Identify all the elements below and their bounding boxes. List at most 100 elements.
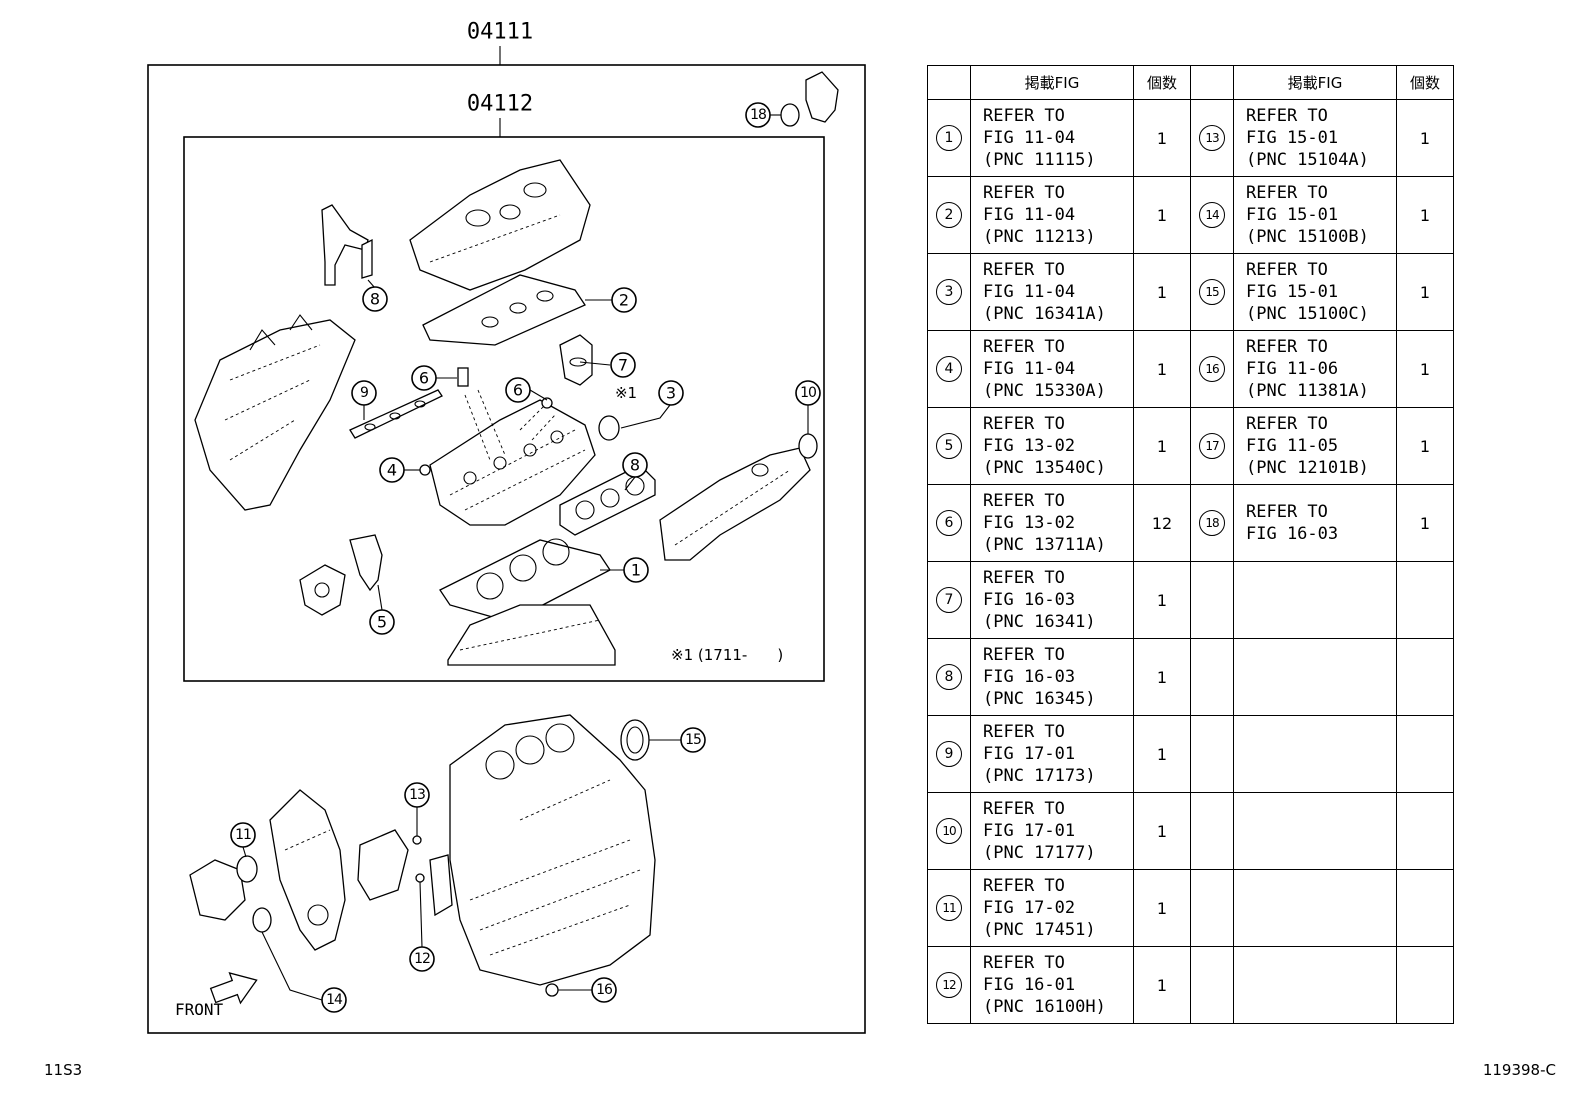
left-quantity: 1: [1133, 638, 1191, 716]
item-number-badge: 12: [936, 972, 962, 998]
right-quantity: [1396, 869, 1454, 947]
right-reference: [1233, 638, 1397, 716]
intake-manifold-illustration: [194, 314, 356, 511]
callout-3: 3: [666, 384, 676, 403]
oil-pump-illustration: [189, 855, 258, 921]
right-item-number: [1190, 638, 1234, 716]
right-quantity: 1: [1396, 253, 1454, 331]
item-number-badge: 11: [936, 895, 962, 921]
right-quantity: 1: [1396, 484, 1454, 562]
item-number-badge: 2: [936, 202, 962, 228]
left-reference: REFER TO FIG 16-03 (PNC 16341): [970, 561, 1134, 639]
callout-11: 10: [800, 385, 816, 401]
callout-17: 16: [596, 982, 613, 998]
right-quantity: [1396, 946, 1454, 1024]
header-qty-left: 個数: [1133, 65, 1191, 100]
sensor-18-illustration: [780, 71, 839, 127]
right-quantity: 1: [1396, 176, 1454, 254]
item-number-badge: 8: [936, 664, 962, 690]
left-quantity: 1: [1133, 715, 1191, 793]
left-quantity: 1: [1133, 176, 1191, 254]
callout-3-marker: ※1: [615, 384, 637, 402]
left-quantity: 1: [1133, 561, 1191, 639]
callout-5: 5: [377, 613, 387, 632]
item-number-badge: 17: [1199, 433, 1225, 459]
left-item-number: 6: [927, 484, 971, 562]
left-quantity: 1: [1133, 946, 1191, 1024]
callout-16: 15: [685, 732, 701, 748]
left-item-number: 3: [927, 253, 971, 331]
right-quantity: [1396, 638, 1454, 716]
right-item-number: 17: [1190, 407, 1234, 485]
right-item-number: [1190, 792, 1234, 870]
front-oil-seal-illustration: [252, 907, 272, 933]
left-reference: REFER TO FIG 16-01 (PNC 16100H): [970, 946, 1134, 1024]
right-quantity: 1: [1396, 330, 1454, 408]
right-quantity: [1396, 715, 1454, 793]
right-item-number: 18: [1190, 484, 1234, 562]
left-reference: REFER TO FIG 11-04 (PNC 11213): [970, 176, 1134, 254]
item-number-badge: 13: [1199, 125, 1225, 151]
header-fig-left: 掲載FIG: [970, 65, 1134, 100]
left-reference: REFER TO FIG 11-04 (PNC 16341A): [970, 253, 1134, 331]
footer-right-code: 119398-C: [1482, 1061, 1556, 1079]
right-reference: REFER TO FIG 11-05 (PNC 12101B): [1233, 407, 1397, 485]
item-number-badge: 3: [936, 279, 962, 305]
water-outlet-illustration: [559, 334, 593, 386]
callout-8: 8: [370, 290, 380, 309]
right-item-number: [1190, 561, 1234, 639]
item-number-badge: 15: [1199, 279, 1225, 305]
part-number-inner: 04112: [467, 92, 533, 117]
callout-18: 18: [750, 107, 766, 123]
plug-tube-gasket-illustration: [349, 389, 443, 439]
header-fig-right: 掲載FIG: [1233, 65, 1397, 100]
left-item-number: 1: [927, 99, 971, 177]
header-qty-right: 個数: [1396, 65, 1454, 100]
drain-plug-illustration: [545, 983, 559, 997]
right-item-number: 14: [1190, 176, 1234, 254]
valve-cover-gasket-illustration: [422, 274, 586, 346]
rear-oil-seal-illustration: [620, 719, 650, 761]
right-reference: REFER TO FIG 15-01 (PNC 15100B): [1233, 176, 1397, 254]
left-item-number: 12: [927, 946, 971, 1024]
item-number-badge: 4: [936, 356, 962, 382]
header-num-left: [927, 65, 971, 100]
left-item-number: 4: [927, 330, 971, 408]
oring-4-illustration: [419, 464, 431, 476]
callout-6b: 6: [513, 381, 523, 400]
right-reference: [1233, 869, 1397, 947]
right-item-number: 13: [1190, 99, 1234, 177]
item-number-badge: 14: [1199, 202, 1225, 228]
footer-left-code: 11S3: [44, 1061, 83, 1079]
left-reference: REFER TO FIG 17-01 (PNC 17177): [970, 792, 1134, 870]
right-reference: REFER TO FIG 11-06 (PNC 11381A): [1233, 330, 1397, 408]
table-row: 12 REFER TO FIG 16-01 (PNC 16100H)1: [927, 946, 1454, 1024]
left-quantity: 1: [1133, 869, 1191, 947]
callout-6a: 6: [419, 369, 429, 388]
right-quantity: 1: [1396, 99, 1454, 177]
left-item-number: 8: [927, 638, 971, 716]
left-item-number: 9: [927, 715, 971, 793]
callout-13: 12: [414, 951, 430, 967]
left-item-number: 11: [927, 869, 971, 947]
left-quantity: 1: [1133, 253, 1191, 331]
engine-block-illustration: [449, 714, 656, 986]
left-item-number: 10: [927, 792, 971, 870]
callout-10: 9: [360, 385, 368, 401]
callout-1: 1: [631, 561, 641, 580]
cam-cover-illustration: [409, 159, 591, 291]
left-reference: REFER TO FIG 17-01 (PNC 17173): [970, 715, 1134, 793]
left-item-number: 2: [927, 176, 971, 254]
table-header-row: 掲載FIG 個数 掲載FIG 個数: [927, 65, 1454, 100]
left-reference: REFER TO FIG 11-04 (PNC 11115): [970, 99, 1134, 177]
right-item-number: [1190, 946, 1234, 1024]
right-quantity: [1396, 561, 1454, 639]
callout-2: 2: [619, 291, 629, 310]
left-item-number: 5: [927, 407, 971, 485]
